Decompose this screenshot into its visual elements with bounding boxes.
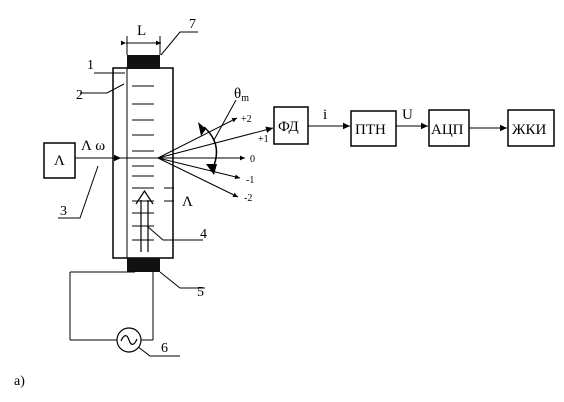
angle-arc-arrow-bottom — [206, 164, 217, 175]
angle-subscript: m — [241, 93, 249, 104]
callout-1: 1 — [87, 58, 94, 73]
input-beam-label: Λ ω — [81, 138, 105, 154]
display-label: ЖКИ — [512, 122, 546, 138]
angle-symbol: θ — [234, 86, 241, 102]
piezo-top-7 — [127, 55, 160, 69]
length-dimension — [121, 36, 161, 55]
order-label-plus1: +1 — [258, 134, 269, 145]
acoustic-wavelength-label: Λ — [182, 194, 193, 210]
order-label-plus2: +2 — [241, 114, 252, 125]
callout-4: 4 — [200, 227, 207, 242]
callout-7: 7 — [189, 17, 196, 32]
callout-5: 5 — [197, 285, 204, 300]
order-label-minus2: -2 — [244, 193, 252, 204]
generator-circuit — [69, 271, 154, 341]
acoustic-propagation-arrow — [135, 189, 154, 252]
piezo-bottom-transducer-5 — [127, 258, 160, 272]
acoustic-wavefronts — [132, 85, 174, 241]
converter-label: ПТН — [355, 122, 386, 138]
order-minus2-beam — [157, 157, 239, 198]
callout-2: 2 — [76, 88, 83, 103]
converter-block — [350, 110, 397, 147]
display-block — [507, 109, 555, 147]
order-label-0: 0 — [250, 154, 255, 165]
photodetector-label: ФД — [278, 119, 299, 135]
order-plus2-beam — [157, 117, 238, 159]
callout-3: 3 — [60, 204, 67, 219]
light-source-block — [43, 142, 76, 179]
figure-label: а) — [14, 374, 25, 389]
current-signal-label: i — [323, 107, 327, 123]
order-label-minus1: -1 — [246, 175, 254, 186]
adc-label: АЦП — [431, 122, 464, 138]
photodetector-block — [273, 106, 309, 145]
acousto-optic-cell — [112, 67, 174, 259]
angle-label: θm — [234, 86, 249, 104]
length-label: L — [137, 23, 146, 39]
callout-6: 6 — [161, 341, 168, 356]
order-minus1-beam — [157, 157, 241, 180]
voltage-signal-label: U — [402, 107, 413, 123]
light-source-label: Λ — [54, 153, 65, 169]
angle-leader — [213, 99, 237, 141]
angle-arc-arrow-top — [198, 122, 206, 136]
rf-generator-symbol — [116, 327, 142, 353]
